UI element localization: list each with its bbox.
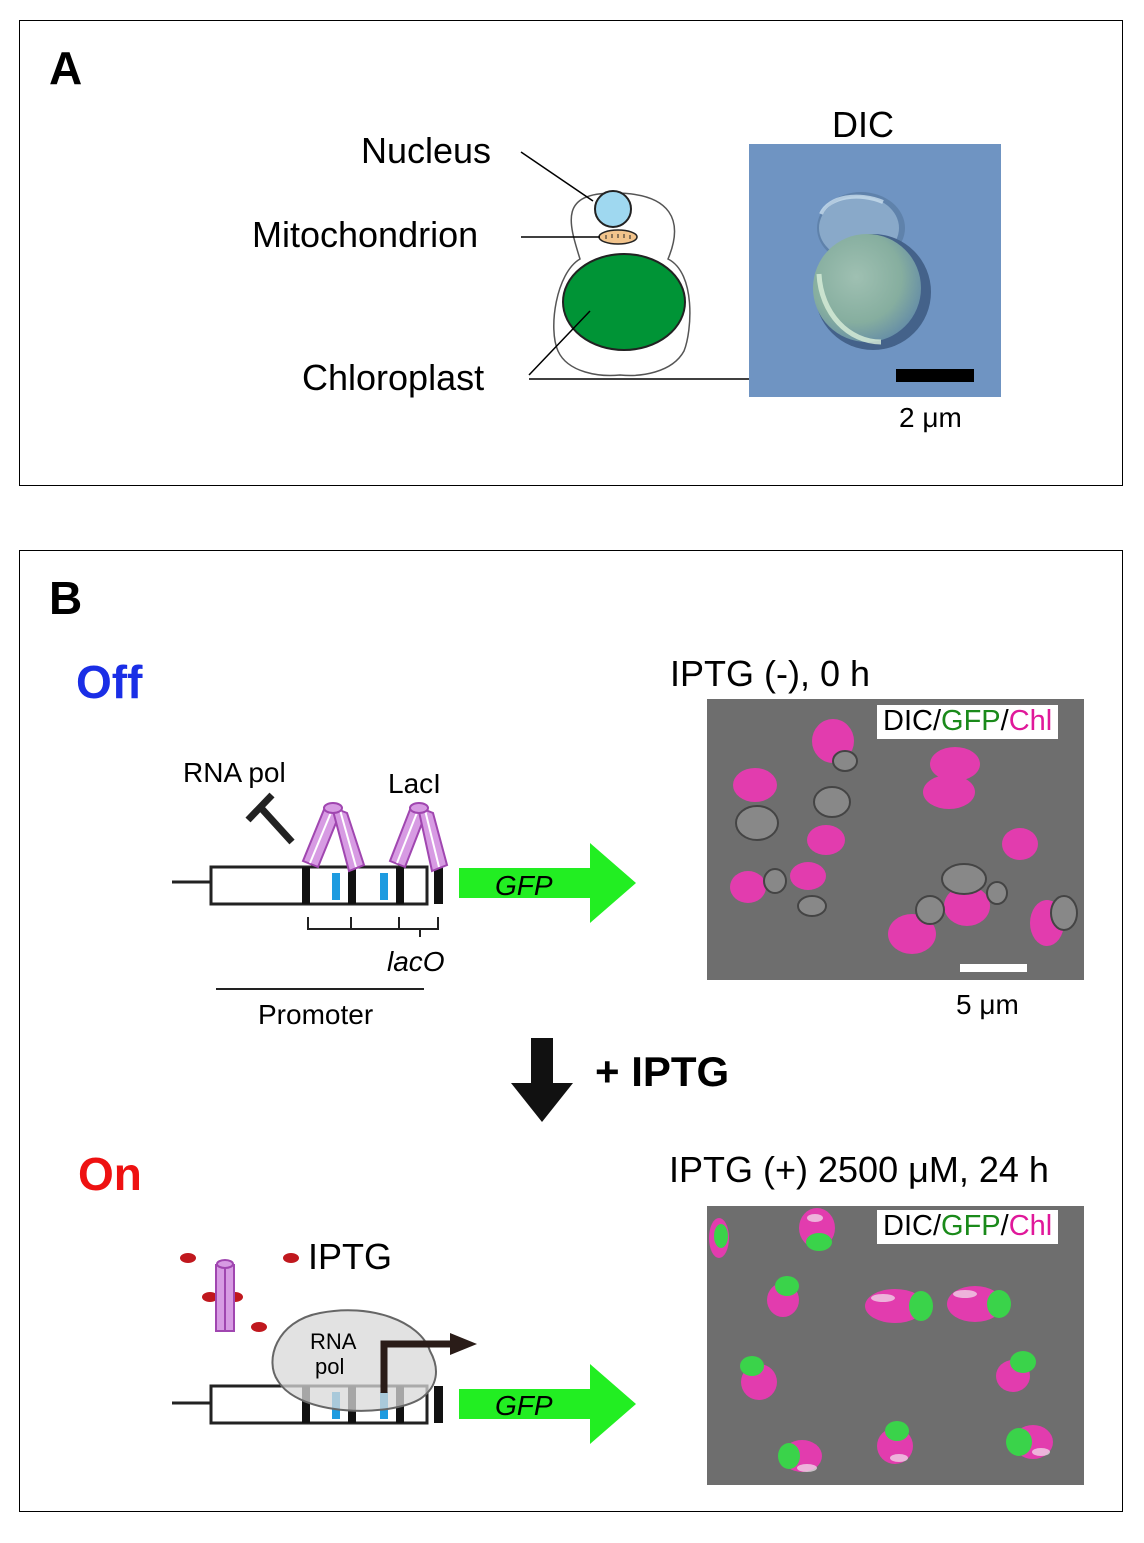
- laci-repressor-2: [388, 802, 449, 873]
- legend-chl: Chl: [1008, 1210, 1053, 1242]
- mitochondrion-label: Mitochondrion: [252, 214, 479, 255]
- nucleus-label: Nucleus: [361, 130, 492, 171]
- iptg-molecule-label: IPTG: [308, 1236, 393, 1277]
- off-micrograph: [707, 699, 1084, 980]
- scale-bar-a: [896, 369, 974, 382]
- legend-dic: DIC: [883, 1210, 933, 1242]
- promoter-box-off: [209, 865, 429, 906]
- legend-sep: /: [932, 1210, 942, 1242]
- laci-label: LacI: [388, 768, 441, 799]
- on-gene-diagram: RNA pol GFP: [172, 1253, 636, 1444]
- chloroplast-label: Chloroplast: [302, 357, 485, 398]
- legend-gfp: GFP: [941, 1210, 1001, 1242]
- on-state-label: On: [78, 1148, 142, 1200]
- off-state-label: Off: [76, 656, 143, 708]
- legend-sep: /: [932, 705, 942, 737]
- legend-chl: Chl: [1008, 705, 1053, 737]
- cell-schematic: [520, 151, 849, 380]
- blocked-rna-pol-symbol: [245, 792, 295, 845]
- laci-free: [215, 1259, 235, 1332]
- rna-pol-label-on-1: RNA: [310, 1329, 357, 1354]
- overlay-legend-off: DIC/GFP/Chl: [877, 705, 1059, 739]
- gfp-gene-label-on: GFP: [495, 1390, 553, 1421]
- iptg-molecules: [180, 1253, 299, 1332]
- panel-a-letter: A: [49, 42, 83, 94]
- legend-sep: /: [1000, 1210, 1009, 1242]
- panel-b: B Off RNA pol LacI lacO Promoter IPTG (-…: [19, 550, 1123, 1512]
- chloroplast-shape: [562, 253, 686, 351]
- rna-pol-blob: [271, 1309, 437, 1412]
- iptg-down-arrow: [511, 1038, 573, 1122]
- scale-bar-label-a: 2 μm: [899, 402, 962, 433]
- panel-b-letter: B: [49, 572, 83, 624]
- dic-label: DIC: [832, 104, 894, 145]
- legend-sep: /: [1000, 705, 1009, 737]
- laci-repressor-1: [301, 802, 366, 873]
- on-image-title: IPTG (+) 2500 μM, 24 h: [669, 1149, 1049, 1190]
- iptg-arrow-label: + IPTG: [595, 1048, 730, 1095]
- off-image-title: IPTG (-), 0 h: [670, 653, 871, 694]
- gfp-gene-label-off: GFP: [495, 870, 553, 901]
- rna-pol-label-on-2: pol: [315, 1354, 344, 1379]
- on-micrograph: [707, 1206, 1084, 1485]
- promoter-label: Promoter: [258, 999, 374, 1030]
- transcription-start-arrow: [380, 1340, 452, 1393]
- legend-gfp: GFP: [941, 705, 1001, 737]
- rna-pol-label-off: RNA pol: [183, 757, 286, 788]
- laco-label: lacO: [387, 946, 445, 977]
- off-gene-diagram: GFP: [172, 792, 636, 1122]
- gfp-arrow-off: [459, 843, 636, 923]
- overlay-legend-on: DIC/GFP/Chl: [877, 1210, 1059, 1244]
- legend-dic: DIC: [883, 705, 933, 737]
- nucleus-shape: [594, 190, 632, 228]
- scale-bar-b: [960, 964, 1027, 972]
- gfp-arrow-on: [459, 1364, 636, 1444]
- dic-micrograph: [749, 144, 1001, 397]
- scale-bar-label-b: 5 μm: [956, 989, 1019, 1020]
- panel-a: A Nucleus Mitochondrion Chloroplast DIC …: [19, 20, 1123, 486]
